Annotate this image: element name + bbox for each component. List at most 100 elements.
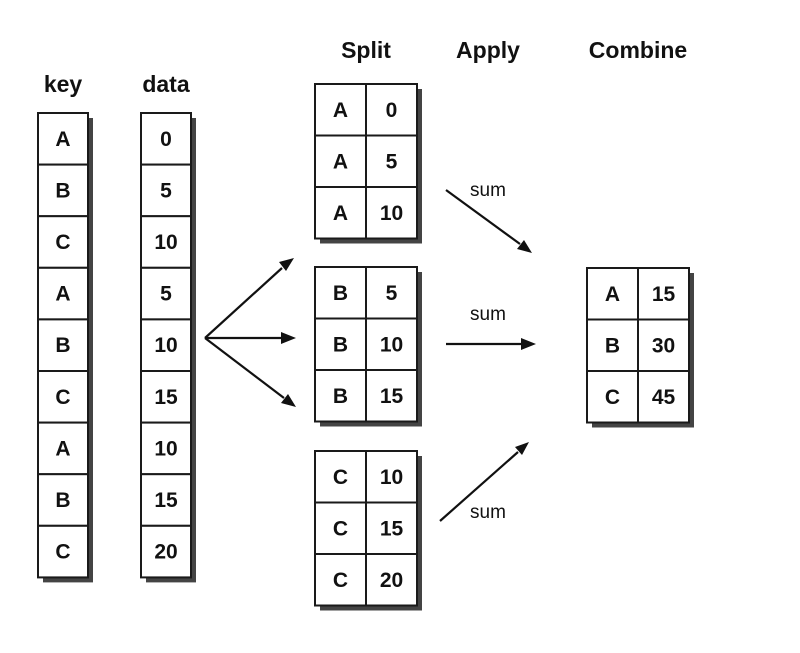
split-arrow-a: [204, 267, 283, 339]
split-arrowhead-b: [281, 332, 296, 344]
apply-header: Apply: [456, 37, 520, 63]
group-a-cell: [365, 186, 418, 240]
data-column-cell: [140, 524, 192, 579]
apply-arrow-c: [439, 451, 519, 522]
group-b-value-text: 5: [386, 282, 398, 305]
group-a-cell: [314, 186, 367, 240]
group-b-key-text: B: [333, 333, 348, 356]
group-b-cell: [314, 317, 367, 371]
key-header: key: [44, 71, 83, 97]
data-column-cell: [140, 318, 192, 372]
result-table-key-text: A: [605, 283, 620, 306]
result-table-cell: [586, 318, 639, 372]
key-column-key-text: C: [55, 231, 70, 254]
group-b-cell: [365, 317, 418, 371]
group-c-key-text: C: [333, 466, 348, 489]
data-column-value-text: 10: [154, 231, 177, 254]
key-column-key-text: C: [55, 386, 70, 409]
key-column-cell: [37, 215, 89, 269]
apply-arrowhead-c: [515, 442, 529, 455]
group-a-value-text: 0: [386, 99, 398, 122]
data-column-value-text: 20: [154, 541, 177, 564]
result-table: A 15B 30C 45: [586, 267, 694, 428]
data-column-cell: [140, 112, 192, 166]
group-b-value-text: 10: [380, 333, 403, 356]
result-table-cell: [637, 318, 690, 372]
key-column-key-text: B: [55, 334, 70, 357]
key-column: A B C A B C A B C: [37, 112, 93, 583]
apply-label-c: sum: [470, 502, 506, 523]
data-column-cell: [140, 370, 192, 424]
group-b-value-text: 15: [380, 385, 404, 408]
data-column-cell: [140, 473, 192, 527]
key-column-cell: [37, 112, 89, 166]
data-column-value-text: 15: [154, 386, 178, 409]
key-column-key-text: C: [55, 541, 70, 564]
group-c-key-text: C: [333, 569, 348, 592]
data-column-cell: [140, 421, 192, 476]
apply-arrowhead-a: [517, 240, 532, 253]
group-c-cell: [365, 450, 418, 504]
group-c-cell: [365, 501, 418, 555]
group-b-cell: [365, 369, 418, 423]
key-column-key-text: A: [55, 128, 70, 151]
group-c-value-text: 20: [380, 569, 403, 592]
data-column: 0 5 10 5 10 15 10 15 20: [140, 112, 196, 583]
group-c-key-text: C: [333, 517, 348, 540]
group-c-cell: [314, 553, 367, 607]
key-column-key-text: A: [55, 437, 70, 460]
data-column-value-text: 0: [160, 128, 172, 151]
key-column-cell: [37, 163, 89, 218]
apply-arrow-a: [445, 189, 521, 245]
data-column-value-text: 15: [154, 489, 178, 512]
group-a-key-text: A: [333, 150, 348, 173]
split-arrow-c: [204, 337, 285, 399]
result-table-cell: [586, 370, 639, 424]
data-column-value-text: 5: [160, 283, 172, 306]
result-table-cell: [637, 370, 690, 424]
split-arrowhead-c: [281, 394, 296, 407]
group-a-key-text: A: [333, 202, 348, 225]
data-column-value-text: 5: [160, 179, 172, 202]
split-header: Split: [341, 37, 391, 63]
group-a-value-text: 10: [380, 202, 403, 225]
key-column-cell: [37, 473, 89, 527]
result-table-key-text: C: [605, 386, 620, 409]
key-column-key-text: B: [55, 489, 70, 512]
split-arrows: [204, 258, 296, 407]
result-table-value-text: 30: [652, 334, 675, 357]
data-header: data: [142, 71, 190, 97]
key-column-key-text: B: [55, 179, 70, 202]
group-b-cell: [365, 266, 418, 320]
result-table-value-text: 15: [652, 283, 676, 306]
result-table-cell: [637, 267, 690, 321]
data-column-value-text: 10: [154, 334, 177, 357]
split-arrowhead-a: [279, 258, 294, 271]
key-column-cell: [37, 524, 89, 579]
group-c-value-text: 10: [380, 466, 403, 489]
data-column-cell: [140, 215, 192, 269]
key-column-key-text: A: [55, 283, 70, 306]
data-column-value-text: 10: [154, 437, 177, 460]
group-a-value-text: 5: [386, 150, 398, 173]
apply-label-a: sum: [470, 180, 506, 201]
group-b-key-text: B: [333, 282, 348, 305]
group-b-key-text: B: [333, 385, 348, 408]
group-b-cell: [314, 369, 367, 423]
result-table-value-text: 45: [652, 386, 676, 409]
group-a-key-text: A: [333, 99, 348, 122]
group-c-value-text: 15: [380, 517, 404, 540]
apply-arrowhead-b: [521, 338, 536, 350]
combine-header: Combine: [589, 37, 687, 63]
data-column-cell: [140, 266, 192, 321]
key-column-cell: [37, 421, 89, 476]
result-table-key-text: B: [605, 334, 620, 357]
group-c-cell: [365, 553, 418, 607]
apply-label-b: sum: [470, 304, 506, 325]
group-c-cell: [314, 501, 367, 555]
apply-arrows: [439, 189, 536, 522]
